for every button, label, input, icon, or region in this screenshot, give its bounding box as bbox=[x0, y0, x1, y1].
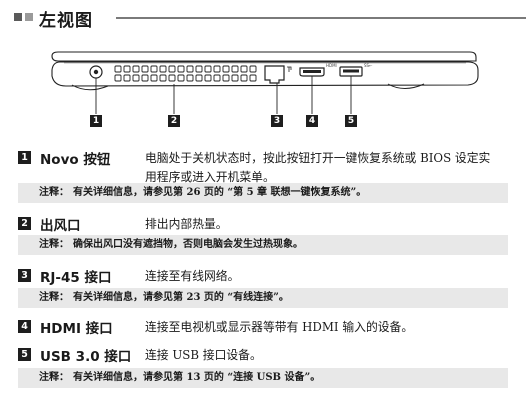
item-usb: 5 USB 3.0 接口 连接 USB 接口设备。 bbox=[18, 345, 508, 365]
item-number: 2 bbox=[18, 217, 31, 230]
item-novo-button: 1 Novo 按钮 电脑处于关机状态时，按此按钮打开一键恢复系统或 BIOS 设… bbox=[18, 148, 508, 186]
callout-1: 1 bbox=[90, 115, 102, 127]
item-description: 连接至电视机或显示器等带有 HDMI 输入的设备。 bbox=[145, 320, 414, 334]
callout-5: 5 bbox=[345, 115, 357, 127]
callout-3: 3 bbox=[271, 115, 283, 127]
usb-tag: SS← bbox=[364, 63, 373, 68]
note-text: 有关详细信息，请参见第 23 页的 “有线连接”。 bbox=[73, 292, 289, 303]
item-description: 连接 USB 接口设备。 bbox=[145, 348, 262, 362]
item-vent: 2 出风口 排出内部热量。 bbox=[18, 214, 508, 234]
note-label: 注释： bbox=[39, 292, 69, 303]
vent-icon bbox=[114, 65, 257, 82]
item-name: USB 3.0 接口 bbox=[40, 349, 132, 365]
callout-4: 4 bbox=[306, 115, 318, 127]
section-header: 左视图 bbox=[14, 6, 526, 32]
note-text: 有关详细信息，请参见第 26 页的 “第 5 章 联想一键恢复系统”。 bbox=[73, 187, 367, 198]
item-description: 排出内部热量。 bbox=[145, 217, 228, 231]
note-rj45: 注释： 有关详细信息，请参见第 23 页的 “有线连接”。 bbox=[18, 288, 508, 308]
item-hdmi: 4 HDMI 接口 连接至电视机或显示器等带有 HDMI 输入的设备。 bbox=[18, 317, 508, 337]
item-name: HDMI 接口 bbox=[40, 321, 113, 337]
item-name: Novo 按钮 bbox=[40, 152, 111, 168]
header-square-dark bbox=[14, 13, 22, 21]
callout-2: 2 bbox=[168, 115, 180, 127]
item-name: RJ-45 接口 bbox=[40, 270, 112, 286]
note-novo-button: 注释： 有关详细信息，请参见第 26 页的 “第 5 章 联想一键恢复系统”。 bbox=[18, 183, 508, 203]
hdmi-tag: HDMI bbox=[326, 63, 337, 68]
section-title: 左视图 bbox=[39, 11, 93, 31]
note-usb: 注释： 有关详细信息，请参见第 13 页的 “连接 USB 设备”。 bbox=[18, 368, 508, 388]
item-number: 5 bbox=[18, 348, 31, 361]
note-label: 注释： bbox=[39, 239, 69, 250]
rj45-port-icon bbox=[264, 65, 285, 84]
item-description: 电脑处于关机状态时，按此按钮打开一键恢复系统或 BIOS 设定实用程序或进入开机… bbox=[145, 151, 491, 184]
item-name: 出风口 bbox=[40, 218, 81, 234]
header-square-light bbox=[25, 13, 33, 21]
header-rule bbox=[116, 17, 526, 19]
note-vent: 注释： 确保出风口没有遮挡物，否则电脑会发生过热现象。 bbox=[18, 235, 508, 255]
laptop-left-side-illustration: HDMI SS← bbox=[51, 51, 479, 114]
item-number: 1 bbox=[18, 151, 31, 164]
item-rj45: 3 RJ-45 接口 连接至有线网络。 bbox=[18, 266, 508, 286]
item-number: 3 bbox=[18, 269, 31, 282]
note-label: 注释： bbox=[39, 187, 69, 198]
item-description: 连接至有线网络。 bbox=[145, 269, 240, 283]
note-text: 有关详细信息，请参见第 13 页的 “连接 USB 设备”。 bbox=[73, 372, 321, 383]
note-label: 注释： bbox=[39, 372, 69, 383]
item-number: 4 bbox=[18, 320, 31, 333]
note-text: 确保出风口没有遮挡物，否则电脑会发生过热现象。 bbox=[73, 239, 303, 250]
